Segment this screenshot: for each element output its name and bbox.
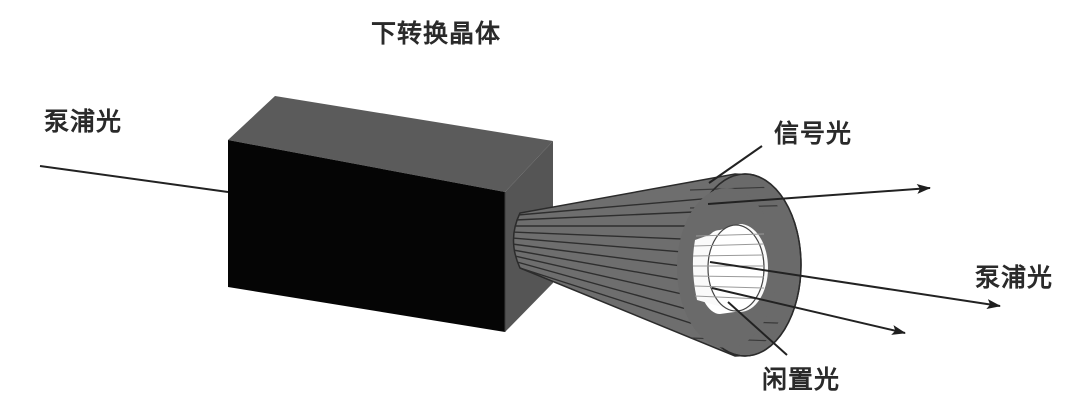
signal-leader-line	[708, 145, 763, 184]
pump-in-beam	[39, 165, 229, 193]
pump-out-beam	[709, 261, 1001, 309]
crystal-top-face	[228, 96, 553, 192]
idler-leader-line	[727, 301, 788, 356]
pump-in-label: 泵浦光	[44, 107, 123, 136]
emission-cone	[512, 173, 802, 357]
crystal-prism	[228, 96, 553, 332]
crystal-label: 下转换晶体	[371, 19, 502, 48]
signal-label: 信号光	[774, 119, 853, 148]
idler-label: 闲置光	[762, 365, 841, 394]
signal-beam	[707, 183, 931, 205]
idler-beam	[711, 287, 906, 335]
pump-out-label: 泵浦光	[975, 263, 1054, 292]
crystal-front-face	[228, 140, 505, 332]
